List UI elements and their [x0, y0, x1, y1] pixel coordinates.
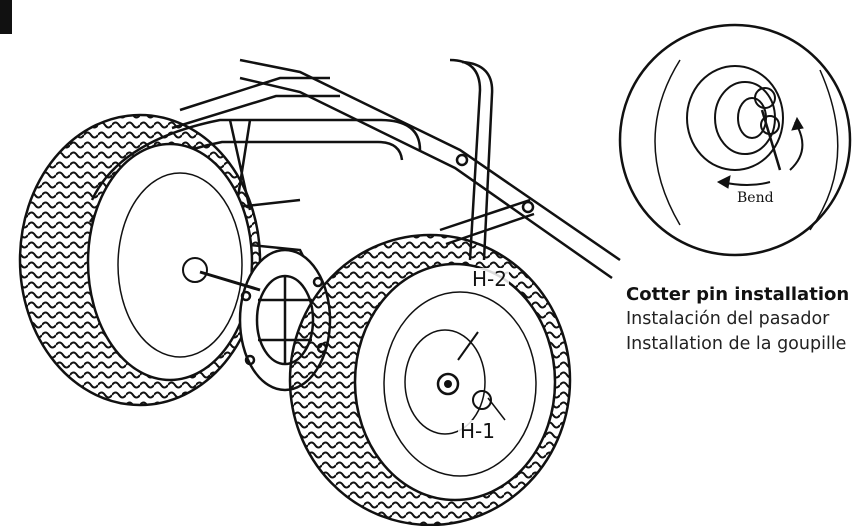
cotter-pin-caption: Cotter pin installation Instalación del …: [626, 282, 859, 357]
right-wheel: [288, 233, 572, 526]
bend-label: Bend: [737, 190, 774, 206]
caption-spanish: Instalación del pasador: [626, 309, 830, 329]
part-label-h1: H-1: [458, 419, 497, 443]
part-label-h2: H-2: [470, 267, 509, 291]
left-wheel: [18, 113, 262, 407]
cotter-pin-detail-inset: [618, 23, 852, 257]
step-marker: [0, 0, 12, 34]
caption-french: Installation de la goupille: [626, 334, 847, 354]
caption-english: Cotter pin installation: [626, 284, 850, 305]
